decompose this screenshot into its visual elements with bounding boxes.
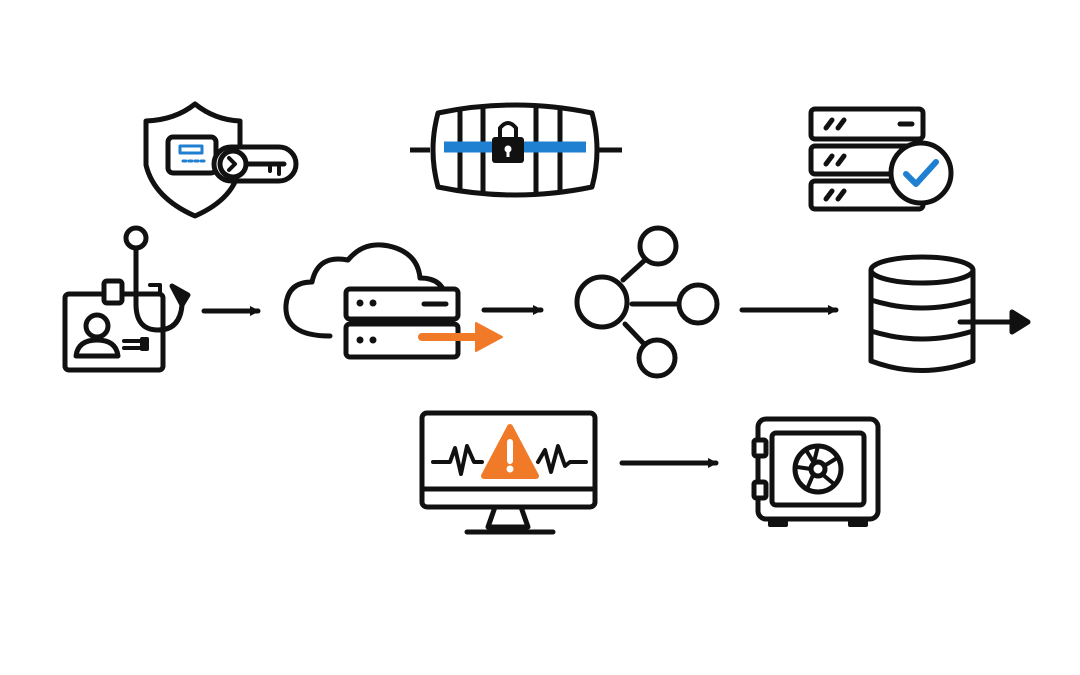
monitor-alert-icon <box>419 410 598 535</box>
database-export-icon <box>868 254 1031 373</box>
network-share-icon <box>574 225 720 379</box>
cloud-server-exfiltration-icon <box>283 242 503 360</box>
flow-arrows <box>201 305 839 468</box>
shield-key-icon <box>143 101 299 219</box>
phishing-id-card-icon <box>62 225 191 373</box>
server-verified-icon <box>808 106 954 212</box>
encrypted-tunnel-icon <box>410 102 622 198</box>
vault-safe-icon <box>751 416 881 527</box>
